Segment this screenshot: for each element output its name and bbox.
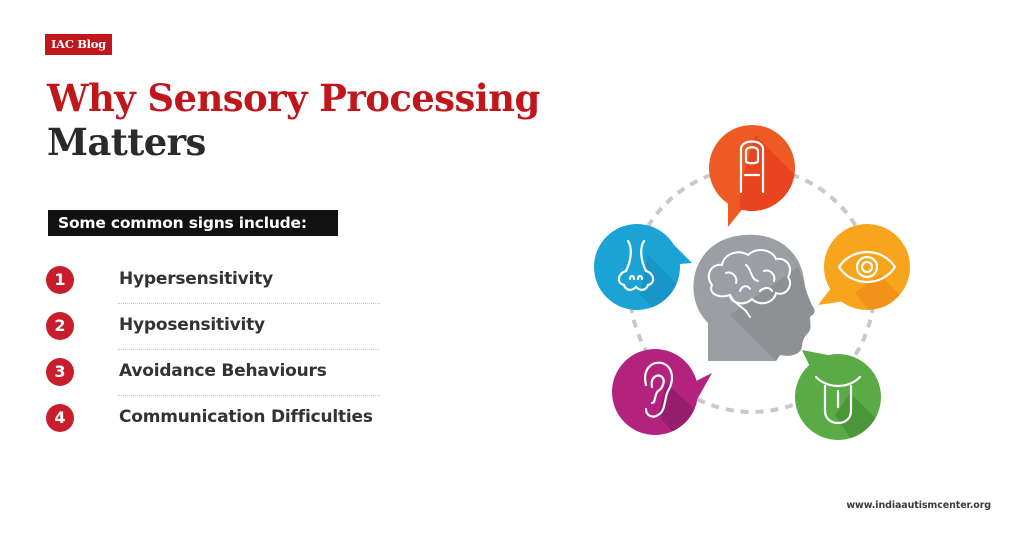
smell-bubble — [594, 224, 692, 310]
hearing-bubble — [612, 349, 712, 435]
number-badge: 2 — [46, 312, 74, 340]
blog-tag: IAC Blog — [45, 34, 112, 55]
ear-icon — [644, 361, 674, 418]
number-badge: 3 — [46, 358, 74, 386]
finger-icon — [739, 140, 765, 194]
list-item: 1 Hypersensitivity — [46, 258, 380, 304]
list-item-label: Hyposensitivity — [119, 315, 265, 335]
list-item-label: Communication Difficulties — [119, 407, 373, 427]
list-item: 4 Communication Difficulties — [46, 396, 380, 442]
website-url: www.indiaautismcenter.org — [846, 500, 991, 511]
title-line-1: Why Sensory Processing — [47, 76, 540, 120]
number-badge: 1 — [46, 266, 74, 294]
list-item: 2 Hyposensitivity — [46, 304, 380, 350]
dotted-divider — [118, 395, 380, 396]
title-line-2: Matters — [47, 120, 206, 164]
sight-bubble — [818, 224, 910, 310]
signs-heading: Some common signs include: — [48, 210, 338, 236]
list-item-label: Avoidance Behaviours — [119, 361, 327, 381]
list-item: 3 Avoidance Behaviours — [46, 350, 380, 396]
senses-illustration — [594, 125, 910, 440]
nose-icon — [617, 239, 655, 291]
head-brain-icon — [693, 234, 815, 361]
list-item-label: Hypersensitivity — [119, 269, 273, 289]
dotted-divider — [118, 303, 380, 304]
signs-list: 1 Hypersensitivity 2 Hyposensitivity 3 A… — [46, 258, 380, 442]
tongue-icon — [814, 375, 862, 425]
taste-bubble — [795, 350, 881, 440]
number-badge: 4 — [46, 404, 74, 432]
dotted-divider — [118, 349, 380, 350]
page-title: Why Sensory Processing Matters — [47, 76, 540, 164]
eye-icon — [837, 251, 897, 283]
